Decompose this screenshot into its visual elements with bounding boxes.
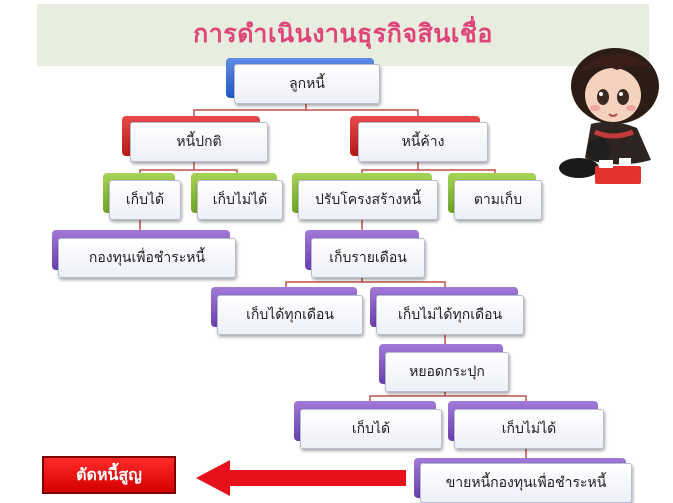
node-monthly-ok: เก็บได้ทุกเดือน bbox=[211, 287, 365, 337]
node-overdue-debt-label: หนี้ค้าง bbox=[358, 122, 488, 162]
node-collectible: เก็บได้ bbox=[103, 173, 183, 223]
node-repay-fund: กองทุนเพื่อชำระหนี้ bbox=[52, 230, 238, 280]
connector-monthly-children bbox=[285, 281, 446, 290]
node-uncollectible-label: เก็บไม่ได้ bbox=[197, 180, 283, 220]
connector-lumpsum-children bbox=[369, 395, 527, 403]
node-restructure: ปรับโครงสร้างหนี้ bbox=[292, 173, 440, 223]
node-lump-fail: เก็บไม่ได้ bbox=[448, 401, 606, 451]
write-off-box: ตัดหนี้สูญ bbox=[42, 456, 176, 494]
node-lump-sum: หยอดกระปุก bbox=[379, 344, 511, 394]
node-overdue-debt: หนี้ค้าง bbox=[350, 116, 490, 164]
page-title: การดำเนินงานธุรกิจสินเชื่อ bbox=[193, 19, 493, 48]
node-debtor: ลูกหนี้ bbox=[226, 58, 382, 106]
node-restructure-label: ปรับโครงสร้างหนี้ bbox=[298, 180, 438, 220]
node-normal-debt: หนี้ปกติ bbox=[122, 116, 270, 164]
node-repay-fund-label: กองทุนเพื่อชำระหนี้ bbox=[58, 238, 236, 278]
node-collectible-label: เก็บได้ bbox=[109, 180, 181, 220]
node-lump-sum-label: หยอดกระปุก bbox=[385, 352, 509, 392]
node-sell-debt-label: ขายหนี้กองทุนเพื่อชำระหนี้ bbox=[420, 463, 632, 503]
node-lump-fail-label: เก็บไม่ได้ bbox=[454, 409, 604, 449]
node-normal-debt-label: หนี้ปกติ bbox=[130, 122, 268, 162]
node-monthly: เก็บรายเดือน bbox=[305, 230, 427, 280]
node-follow-up-label: ตามเก็บ bbox=[454, 180, 542, 220]
node-debtor-label: ลูกหนี้ bbox=[234, 64, 380, 104]
node-follow-up: ตามเก็บ bbox=[448, 173, 544, 223]
node-sell-debt: ขายหนี้กองทุนเพื่อชำระหนี้ bbox=[414, 458, 634, 503]
left-arrow-icon bbox=[196, 460, 406, 496]
node-lump-ok-label: เก็บได้ bbox=[300, 409, 442, 449]
node-uncollectible: เก็บไม่ได้ bbox=[191, 173, 285, 223]
node-lump-ok: เก็บได้ bbox=[294, 401, 444, 451]
connector-normal-children bbox=[139, 169, 238, 175]
node-monthly-fail-label: เก็บไม่ได้ทุกเดือน bbox=[376, 295, 524, 335]
mascot-doll-icon bbox=[559, 48, 659, 184]
connector-overdue-children bbox=[361, 169, 496, 175]
node-monthly-ok-label: เก็บได้ทุกเดือน bbox=[217, 295, 363, 335]
node-monthly-fail: เก็บไม่ได้ทุกเดือน bbox=[370, 287, 526, 337]
title-band bbox=[37, 4, 649, 66]
node-monthly-label: เก็บรายเดือน bbox=[311, 238, 425, 278]
